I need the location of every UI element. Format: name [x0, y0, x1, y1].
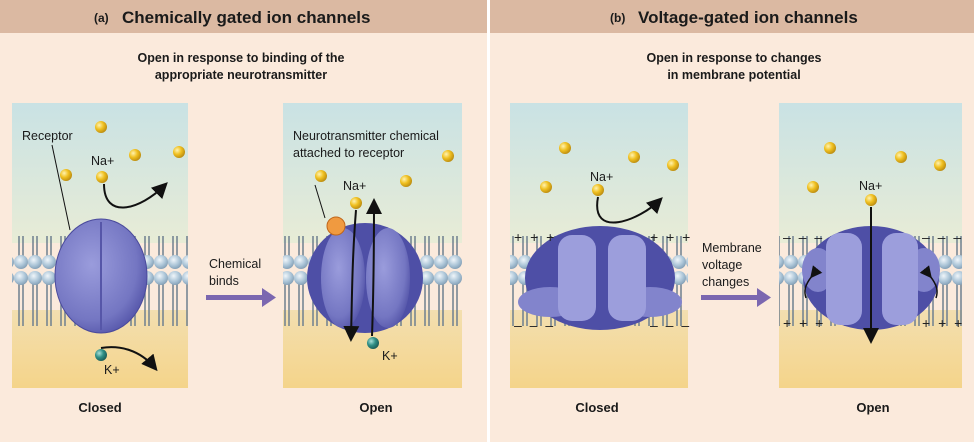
na-ion — [96, 171, 108, 183]
sodium-ions — [60, 121, 946, 209]
arrow-label-changes: changes — [702, 275, 749, 289]
na-ion — [95, 121, 107, 133]
panel-a-title: Chemically gated ion channels — [122, 8, 370, 27]
na-ion — [60, 169, 72, 181]
neurotransmitter-label-2: attached to receptor — [293, 146, 404, 160]
neurotransmitter-molecule — [326, 216, 346, 236]
charge-plus: + + + — [650, 229, 692, 245]
na-ion — [559, 142, 571, 154]
charge-minus: – – – — [514, 317, 555, 333]
panel-b-header — [490, 0, 974, 33]
na-ion — [540, 181, 552, 193]
arrow-label-voltage: voltage — [702, 258, 742, 272]
voltage-gated-channel-closed — [518, 226, 682, 330]
charge-plus: + + + — [514, 229, 556, 245]
voltage-change-arrow — [701, 288, 771, 307]
chemical-binds-arrow — [206, 288, 276, 307]
receptor-label: Receptor — [22, 129, 73, 143]
charge-minus: – – – — [783, 229, 824, 245]
na-ion — [934, 159, 946, 171]
arrow-label-chemical: Chemical — [209, 257, 261, 271]
panel-a-letter: (a) — [94, 11, 109, 25]
charge-minus: – – – — [650, 317, 691, 333]
charge-plus: + + + — [783, 315, 825, 331]
na-label: Na+ — [590, 170, 613, 184]
panel-b-title: Voltage-gated ion channels — [638, 8, 858, 27]
ion-flow-arrows — [51, 144, 879, 372]
arrow-label-binds: binds — [209, 274, 239, 288]
neurotransmitter-label-1: Neurotransmitter chemical — [293, 129, 439, 143]
na-ion — [315, 170, 327, 182]
charge-plus: + + + — [922, 315, 964, 331]
panel-a-subtitle-1: Open in response to binding of the — [138, 51, 345, 65]
na-ion — [592, 184, 604, 196]
chemically-gated-channel-closed — [54, 218, 148, 334]
na-label: Na+ — [859, 179, 882, 193]
panel-a-header — [0, 0, 487, 33]
na-ion — [350, 197, 362, 209]
panel-a-subtitle-2: appropriate neurotransmitter — [155, 68, 327, 82]
na-ion — [824, 142, 836, 154]
chemically-gated-channel-open — [307, 223, 423, 333]
na-ion — [895, 151, 907, 163]
charge-minus: – – – — [922, 229, 963, 245]
state-open-b: Open — [856, 400, 889, 415]
na-ion — [865, 194, 877, 206]
k-ion — [367, 337, 379, 349]
panel-b-subtitle-2: in membrane potential — [667, 68, 800, 82]
na-ion — [807, 181, 819, 193]
k-label: K+ — [104, 363, 120, 377]
panel-b-subtitle-1: Open in response to changes — [646, 51, 821, 65]
arrow-label-membrane: Membrane — [702, 241, 762, 255]
na-ion — [400, 175, 412, 187]
na-ion — [129, 149, 141, 161]
gate-movement-arrow — [804, 265, 823, 299]
na-ion — [173, 146, 185, 158]
state-open-a: Open — [359, 400, 392, 415]
state-closed-b: Closed — [575, 400, 618, 415]
k-label: K+ — [382, 349, 398, 363]
na-label: Na+ — [343, 179, 366, 193]
k-ion — [95, 349, 107, 361]
panel-b-letter: (b) — [610, 11, 625, 25]
state-closed-a: Closed — [78, 400, 121, 415]
na-ion — [442, 150, 454, 162]
panel-divider — [487, 0, 490, 442]
na-ion — [628, 151, 640, 163]
na-label: Na+ — [91, 154, 114, 168]
gate-movement-arrow — [919, 265, 938, 299]
na-ion — [667, 159, 679, 171]
